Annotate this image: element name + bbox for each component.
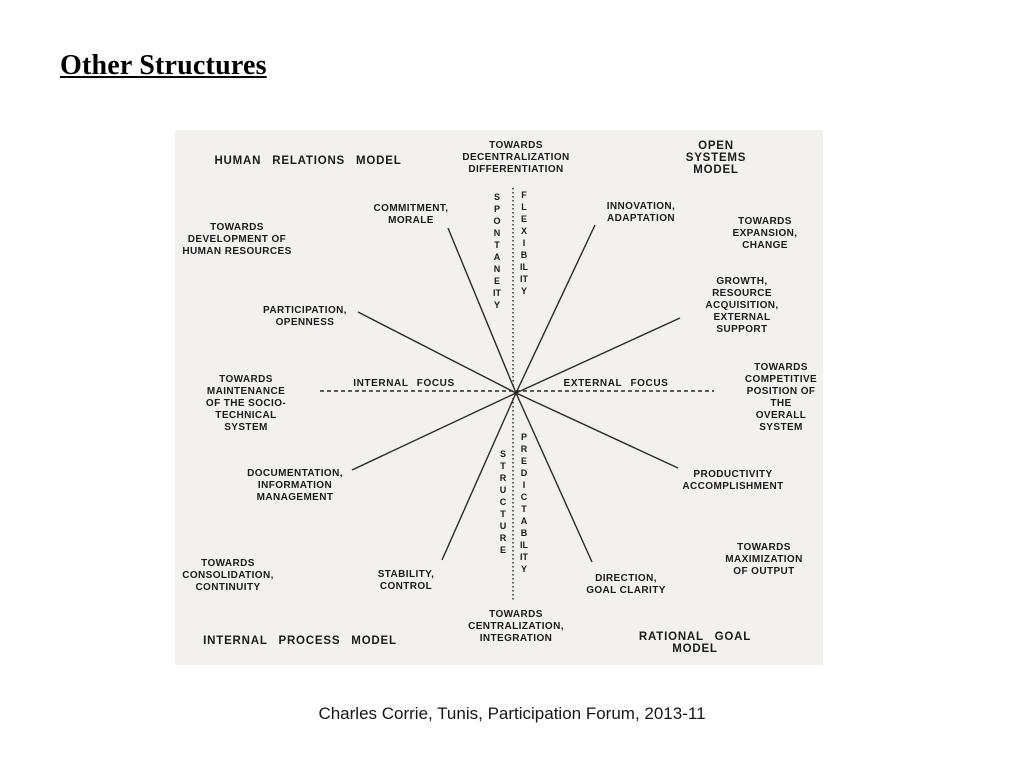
label-towards-competitive: TOWARDS COMPETITIVE POSITION OF THE OVER… xyxy=(744,362,818,433)
competing-values-diagram: HUMAN RELATIONS MODEL OPEN SYSTEMS MODEL… xyxy=(175,130,823,665)
label-participation-openness: PARTICIPATION, OPENNESS xyxy=(263,305,347,328)
label-growth-resource: GROWTH, RESOURCE ACQUISITION, EXTERNAL S… xyxy=(705,276,779,335)
page-title: Other Structures xyxy=(60,50,267,81)
label-towards-maximization: TOWARDS MAXIMIZATION OF OUTPUT xyxy=(725,542,803,577)
label-external-focus: EXTERNAL FOCUS xyxy=(559,378,673,390)
label-towards-development: TOWARDS DEVELOPMENT OF HUMAN RESOURCES xyxy=(182,222,292,257)
slide-footer: Charles Corrie, Tunis, Participation For… xyxy=(318,704,706,723)
label-towards-centralization: TOWARDS CENTRALIZATION, INTEGRATION xyxy=(468,609,564,644)
label-spontaneity: SPONTANEITY xyxy=(493,192,501,310)
diagram-lines xyxy=(320,188,714,602)
label-commitment-morale: COMMITMENT, MORALE xyxy=(373,203,449,226)
label-open-systems-model: OPEN SYSTEMS MODEL xyxy=(685,140,747,176)
label-predictability: PREDICTABILITY xyxy=(520,432,528,574)
label-flexibility: FLEXIBILITY xyxy=(520,190,528,296)
label-towards-decentralization: TOWARDS DECENTRALIZATION DIFFERENTIATION xyxy=(462,140,570,175)
label-human-relations-model: HUMAN RELATIONS MODEL xyxy=(214,155,402,167)
label-towards-expansion: TOWARDS EXPANSION, CHANGE xyxy=(732,216,798,251)
label-internal-focus: INTERNAL FOCUS xyxy=(349,378,459,390)
label-internal-process-model: INTERNAL PROCESS MODEL xyxy=(203,635,397,647)
label-productivity-accomplishment: PRODUCTIVITY ACCOMPLISHMENT xyxy=(682,469,784,492)
label-direction-goal-clarity: DIRECTION, GOAL CLARITY xyxy=(586,573,666,596)
label-documentation-information: DOCUMENTATION, INFORMATION MANAGEMENT xyxy=(247,468,343,503)
label-towards-consolidation: TOWARDS CONSOLIDATION, CONTINUITY xyxy=(182,558,274,593)
label-structure: STRUCTURE xyxy=(499,449,507,555)
label-innovation-adaptation: INNOVATION, ADAPTATION xyxy=(606,201,676,224)
label-towards-maintenance: TOWARDS MAINTENANCE OF THE SOCIO- TECHNI… xyxy=(205,374,287,433)
label-stability-control: STABILITY, CONTROL xyxy=(377,569,435,592)
label-rational-goal-model: RATIONAL GOAL MODEL xyxy=(638,631,752,655)
